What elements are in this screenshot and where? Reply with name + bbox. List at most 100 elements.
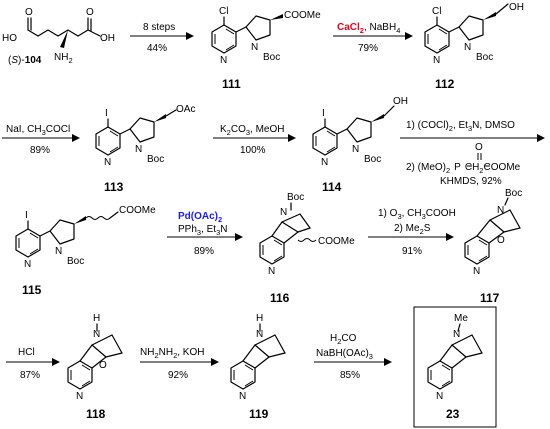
reaction-arrow-1: 8 steps 44% [130, 22, 194, 54]
ring-n-label: N [251, 42, 258, 53]
oh-label: OH [393, 96, 408, 107]
nh2-label: NH2 [54, 52, 73, 65]
nh-h-label: H [256, 313, 263, 324]
boc-label: Boc [476, 52, 493, 63]
boc-label: Boc [263, 52, 280, 63]
compound-118: H N N O 118 [67, 313, 123, 421]
compound-111: Cl N N Boc COOMe 111 [211, 6, 321, 91]
step8-yield: 87% [20, 370, 40, 381]
compound-116-number: 116 [270, 291, 290, 305]
step9-reagents: NH2NH2, KOH [140, 347, 204, 360]
ester-label: COOMe [119, 205, 156, 216]
compound-104-label: (S)-104 [8, 55, 42, 66]
boc-label: Boc [505, 188, 522, 199]
compound-117: Boc N N O 117 [464, 188, 522, 305]
ring-n-label: N [464, 42, 471, 53]
compound-112: Cl N N Boc OH 112 [424, 2, 524, 91]
step1-yield: 44% [147, 43, 167, 54]
compound-119-number: 119 [249, 407, 269, 421]
product-box [413, 306, 497, 428]
compound-115-number: 115 [22, 283, 42, 297]
reaction-arrow-3: NaI, CH3COCl 89% [2, 124, 80, 156]
o-label: O [86, 7, 94, 18]
iodo-label: I [105, 108, 108, 119]
reaction-arrow-10: H2CO NaBH(OAc)3 85% [314, 333, 392, 381]
compound-113-number: 113 [104, 180, 124, 194]
step7-line1: 1) O3, CH3COOH [378, 208, 456, 221]
step6-ligand: PPh3, Et3N [178, 224, 228, 237]
reaction-arrow-4: K2CO3, MeOH 100% [213, 124, 296, 156]
compound-112-number: 112 [435, 77, 455, 91]
methyl-label: Me [454, 313, 468, 324]
compound-23-number: 23 [446, 407, 460, 421]
step10-line2: NaBH(OAc)3 [316, 348, 373, 361]
reaction-arrow-8: HCl 87% [6, 347, 60, 381]
pyridine-n-label: N [473, 266, 480, 277]
compound-23: Me N N 23 [413, 306, 497, 428]
bridge-n-label: N [280, 207, 287, 218]
compound-116: Boc N N COOMe 116 [259, 192, 355, 305]
pyridine-n-label: N [321, 157, 328, 168]
boc-label: Boc [287, 192, 304, 203]
step1-reagent: 8 steps [143, 22, 175, 33]
iodo-label: I [25, 210, 28, 221]
pyridine-n-label: N [220, 55, 227, 66]
pyridine-n-label: N [268, 266, 275, 277]
compound-113: I N N Boc OAc 113 [95, 104, 195, 194]
bridge-n-label: N [93, 329, 100, 340]
boc-label: Boc [147, 154, 164, 165]
compound-115: I N N Boc COOMe 115 [15, 205, 156, 297]
ester-label: COOMe [318, 236, 355, 247]
oh-left-label: HO [2, 33, 17, 44]
bridge-n-label: N [497, 205, 504, 216]
ring-n-label: N [55, 246, 62, 257]
step4-yield: 100% [240, 145, 266, 156]
iodo-label: I [322, 108, 325, 119]
ester-label: COOMe [284, 10, 321, 21]
compound-114-number: 114 [322, 180, 342, 194]
reaction-arrow-2: CaCl2, NaBH4 79% [333, 22, 413, 54]
ketone-o-label: O [99, 360, 107, 371]
reaction-arrow-7: 1) O3, CH3COOH 2) Me2S 91% [368, 208, 456, 257]
cl-label: Cl [219, 6, 228, 17]
step7-yield: 91% [402, 246, 422, 257]
compound-104: O O HO OH NH2 (S)-104 [2, 7, 115, 66]
o-label: O [25, 7, 33, 18]
bridge-n-label: N [256, 329, 263, 340]
oac-label: OAc [176, 104, 195, 115]
step7-line2: 2) Me2S [394, 223, 431, 236]
boc-label: Boc [67, 256, 84, 267]
pyridine-n-label: N [436, 391, 443, 402]
step6-catalyst: Pd(OAc)2 [178, 211, 222, 224]
step2-reagents: CaCl2, NaBH4 [337, 22, 400, 35]
step2-yield: 79% [358, 43, 378, 54]
pyridine-n-label: N [104, 157, 111, 168]
reaction-arrow-9: NH2NH2, KOH 92% [140, 347, 219, 381]
compound-111-number: 111 [222, 77, 241, 91]
step5-line1: 1) (COCl)2, Et3N, DMSO [406, 120, 515, 133]
ketone-o-label: O [497, 235, 505, 246]
step4-reagents: K2CO3, MeOH [220, 124, 284, 137]
ring-n-label: N [135, 144, 142, 155]
nh-h-label: H [93, 313, 100, 324]
step8-reagent: HCl [18, 347, 35, 358]
step10-yield: 85% [340, 370, 360, 381]
step3-reagents: NaI, CH3COCl [6, 124, 70, 137]
oh-label: OH [509, 2, 524, 13]
ring-n-label: N [352, 144, 359, 155]
step5-line3: KHMDS, 92% [440, 176, 502, 187]
bridge-n-label: N [453, 329, 460, 340]
step5-phosphonate-o: O [475, 142, 483, 153]
step3-yield: 89% [30, 145, 50, 156]
compound-118-number: 118 [86, 407, 106, 421]
step10-line1: H2CO [330, 333, 357, 346]
reaction-arrow-6: Pd(OAc)2 PPh3, Et3N 89% [167, 211, 243, 257]
step6-yield: 89% [194, 246, 214, 257]
compound-114: I N N Boc OH 114 [312, 96, 408, 194]
pyridine-n-label: N [433, 55, 440, 66]
cl-label: Cl [432, 6, 441, 17]
step9-yield: 92% [168, 370, 188, 381]
